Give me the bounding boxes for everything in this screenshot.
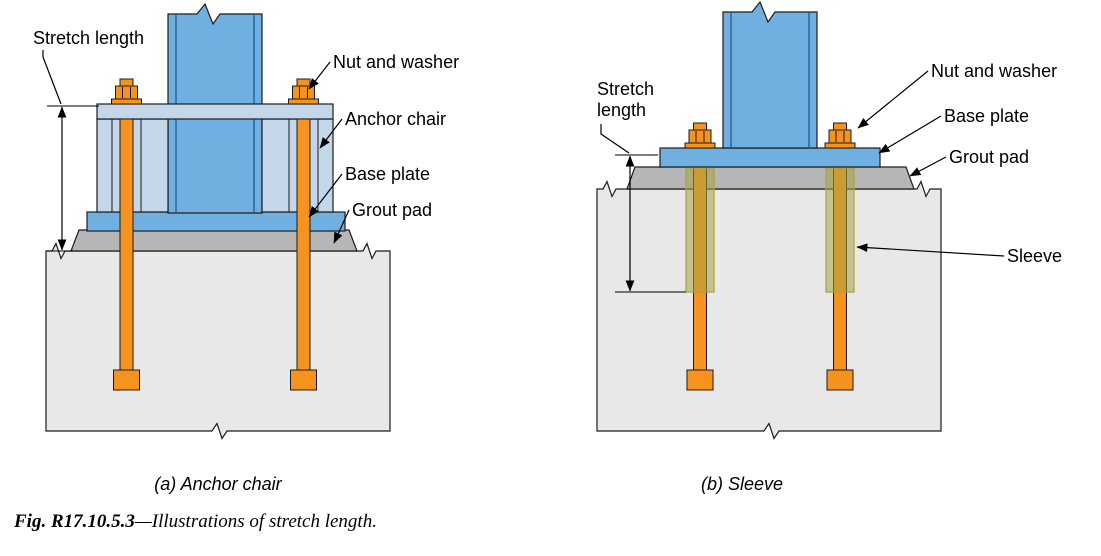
washer <box>684 142 716 149</box>
nut-assembly-left <box>684 122 716 149</box>
leader-line-grout-pad <box>909 156 947 177</box>
label-base-plate: Base plate <box>944 106 1029 126</box>
concrete-foundation <box>45 241 391 440</box>
leader-line-sleeve <box>856 243 1005 257</box>
caption-diagram-b: (b) Sleeve <box>701 474 783 494</box>
rod-shank <box>119 118 134 371</box>
leader-line-anchor-chair <box>319 118 343 149</box>
hex-nut <box>292 85 315 100</box>
leader-line-base-plate <box>878 115 942 154</box>
grout-pad <box>70 229 358 252</box>
label-nut-and-washer: Nut and washer <box>333 52 459 72</box>
sleeve-left <box>685 167 715 293</box>
leader-line-base-plate <box>308 173 343 218</box>
bolt-head <box>290 369 317 391</box>
anchor-rod-left <box>111 78 142 391</box>
label-base-plate: Base plate <box>345 164 430 184</box>
rod-stub <box>693 122 707 131</box>
label-grout-pad: Grout pad <box>949 147 1029 167</box>
bolt-head <box>686 369 714 391</box>
sleeve-right <box>825 167 855 293</box>
hex-nut <box>688 129 712 144</box>
anchor-rod-right <box>288 78 319 391</box>
leader-line-stretch-length <box>42 50 62 105</box>
label-stretch-line1: Stretch <box>597 79 654 99</box>
label-grout-pad: Grout pad <box>352 200 432 220</box>
leader-line-grout-pad <box>333 209 350 244</box>
label-nut-and-washer: Nut and washer <box>931 61 1057 81</box>
nut-assembly-right <box>824 122 856 149</box>
caption-diagram-a: (a) Anchor chair <box>154 474 282 494</box>
diagram-b: Stretch length Nut and washer Base plate… <box>596 0 1062 494</box>
label-anchor-chair: Anchor chair <box>345 109 446 129</box>
dimension-stretch-length-a <box>42 50 99 252</box>
diagram-a: Stretch length Nut and washer Anchor cha… <box>33 2 459 494</box>
dimension-stretch-length-b <box>600 124 686 293</box>
concrete-foundation <box>596 179 942 440</box>
rod-stub <box>119 78 134 87</box>
bolt-head <box>826 369 854 391</box>
leader-line-nut-and-washer <box>857 70 929 129</box>
washer <box>288 98 319 105</box>
rod-shank <box>296 118 311 371</box>
rod-stub <box>296 78 311 87</box>
figure-caption: Fig. R17.10.5.3—Illustrations of stretch… <box>13 511 377 532</box>
hex-nut <box>828 129 852 144</box>
label-stretch-line2: length <box>597 100 646 120</box>
leader-line-nut-and-washer <box>308 61 331 90</box>
figure-caption-text: —Illustrations of stretch length. <box>134 511 377 532</box>
bolt-head <box>113 369 140 391</box>
washer <box>824 142 856 149</box>
figure-caption-number: Fig. R17.10.5.3 <box>13 511 135 532</box>
leader-line-stretch-length <box>600 124 630 154</box>
rod-stub <box>833 122 847 131</box>
anchor-chair-top-plate <box>96 103 334 120</box>
label-stretch-length: Stretch length <box>33 28 144 48</box>
base-plate <box>659 147 881 168</box>
hex-nut <box>115 85 138 100</box>
steel-column <box>722 0 818 149</box>
washer <box>111 98 142 105</box>
label-sleeve: Sleeve <box>1007 246 1062 266</box>
grout-pad <box>626 166 915 190</box>
